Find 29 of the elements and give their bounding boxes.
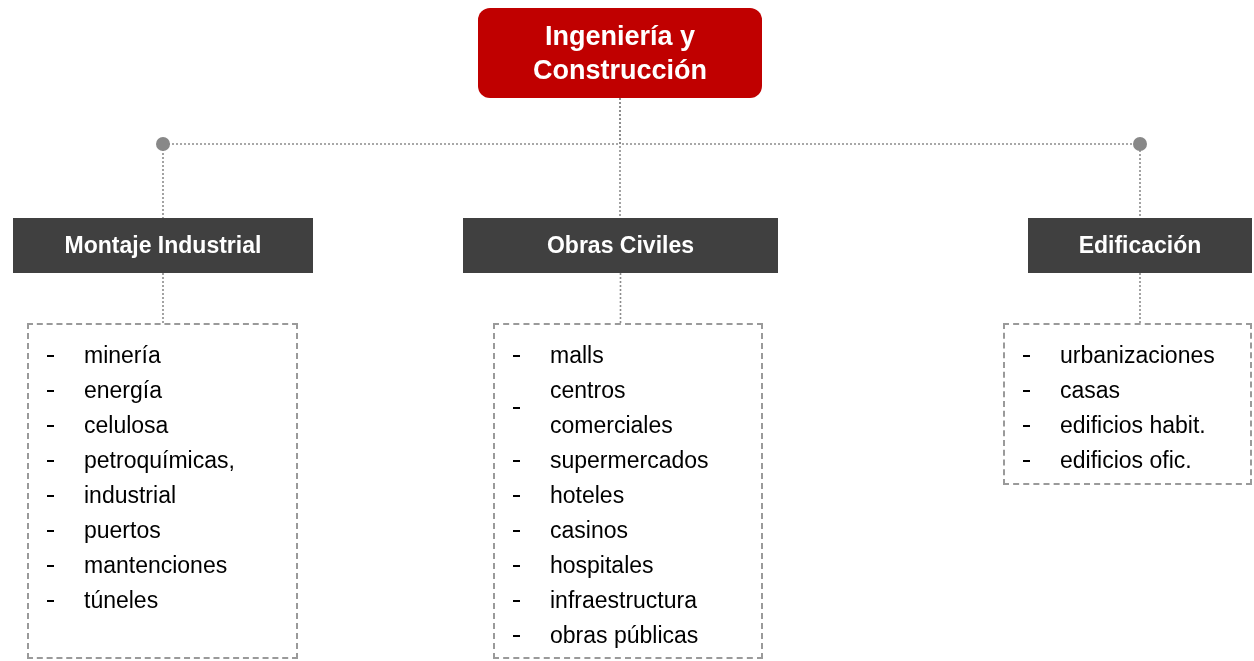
list-item: edificios habit. bbox=[1060, 411, 1206, 440]
list-item: energía bbox=[84, 376, 162, 405]
list-item: hospitales bbox=[550, 551, 654, 580]
list-item: industrial bbox=[84, 481, 177, 510]
list-item: casas bbox=[1060, 376, 1121, 405]
list-item: edificios ofic. bbox=[1060, 446, 1192, 475]
list-item: mantenciones bbox=[84, 551, 228, 580]
connector-line bbox=[1139, 272, 1141, 324]
category-box: Obras Civiles bbox=[463, 218, 778, 273]
connector-line bbox=[162, 272, 164, 324]
list-item: malls bbox=[550, 341, 604, 370]
list-item: túneles bbox=[84, 586, 159, 615]
list-item: obras públicas bbox=[550, 621, 699, 650]
list-item: urbanizaciones bbox=[1060, 341, 1215, 370]
list-item: puertos bbox=[84, 516, 161, 545]
list-box bbox=[493, 323, 763, 659]
list-item: hoteles bbox=[550, 481, 625, 510]
category-box: Montaje Industrial bbox=[13, 218, 313, 273]
list-item: celulosa bbox=[84, 411, 169, 440]
list-item: minería bbox=[84, 341, 161, 370]
category-box: Edificación bbox=[1028, 218, 1252, 273]
list-item: infraestructura bbox=[550, 586, 697, 615]
list-item: supermercados bbox=[550, 446, 709, 475]
connector-line bbox=[619, 272, 622, 324]
list-item: casinos bbox=[550, 516, 628, 545]
title-box: Ingeniería y Construcción bbox=[478, 8, 762, 98]
list-box bbox=[27, 323, 298, 659]
list-item: petroquímicas, bbox=[84, 446, 235, 475]
list-box bbox=[1003, 323, 1252, 485]
